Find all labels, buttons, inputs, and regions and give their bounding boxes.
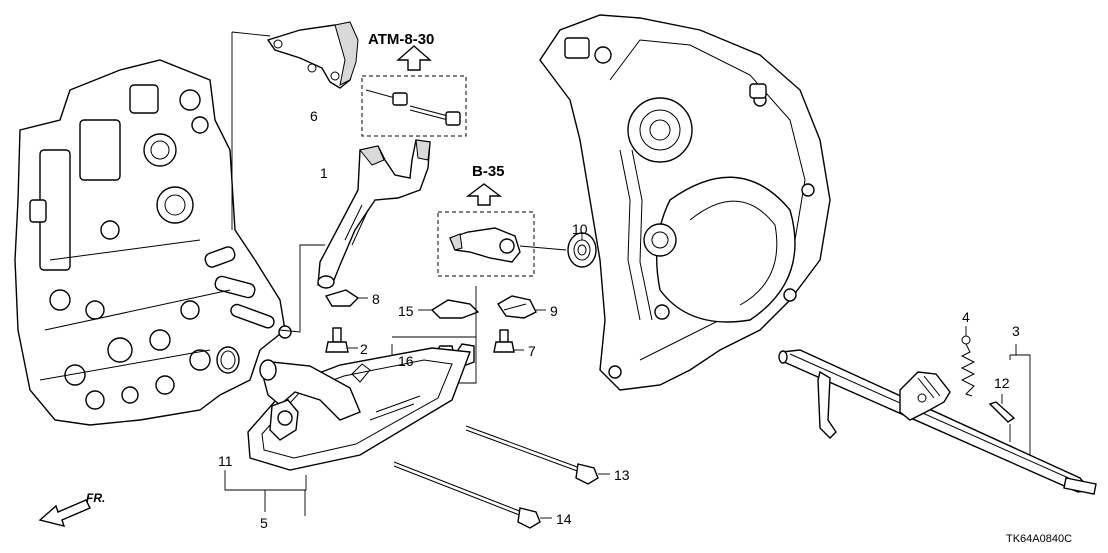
callout-15: 15 — [398, 303, 414, 319]
atm-bolts — [365, 89, 461, 126]
item-12-pin — [988, 401, 1016, 423]
item-6-bracket — [266, 21, 359, 89]
item-8-clip — [324, 289, 360, 307]
atm-reference-box — [361, 75, 467, 137]
callout-8: 8 — [372, 291, 380, 307]
front-direction-arrow — [38, 499, 91, 527]
direction-label: FR. — [86, 491, 105, 505]
item-1-shift-fork — [317, 139, 431, 289]
item-5-strainer — [247, 347, 471, 471]
b35-lever — [449, 227, 521, 263]
drawing-code: TK64A0840C — [1006, 533, 1072, 545]
callout-6: 6 — [310, 108, 318, 124]
item-13-bolt — [465, 425, 599, 485]
callout-9: 9 — [550, 303, 558, 319]
b35-up-arrow — [465, 183, 503, 206]
item-3-shift-shaft — [778, 349, 1097, 495]
callout-1: 1 — [320, 165, 328, 181]
item-14-bolt — [393, 461, 541, 529]
callout-11: 11 — [218, 453, 233, 469]
ref-atm-label: ATM-8-30 — [368, 31, 434, 48]
callout-10: 10 — [572, 221, 588, 237]
item-7-bolt — [493, 329, 515, 353]
callout-12: 12 — [994, 375, 1010, 391]
callout-2: 2 — [360, 341, 368, 357]
b35-reference-box — [437, 211, 535, 277]
item-2-bolt — [325, 327, 349, 353]
item-4-spring — [960, 335, 976, 397]
callout-3: 3 — [1012, 323, 1020, 339]
callout-5: 5 — [260, 515, 268, 531]
callout-13: 13 — [614, 467, 630, 483]
callout-4: 4 — [962, 309, 970, 325]
item-11-o-ring — [216, 346, 240, 374]
transmission-housing-illustration — [539, 14, 831, 391]
item-9-clip — [497, 295, 537, 319]
valve-body-illustration — [14, 59, 292, 426]
callout-14: 14 — [556, 511, 572, 527]
atm-up-arrow — [396, 45, 432, 71]
ref-b35-label: B-35 — [472, 163, 505, 180]
callout-16: 16 — [398, 353, 414, 369]
callout-7: 7 — [528, 343, 536, 359]
item-15-clip — [430, 299, 480, 319]
